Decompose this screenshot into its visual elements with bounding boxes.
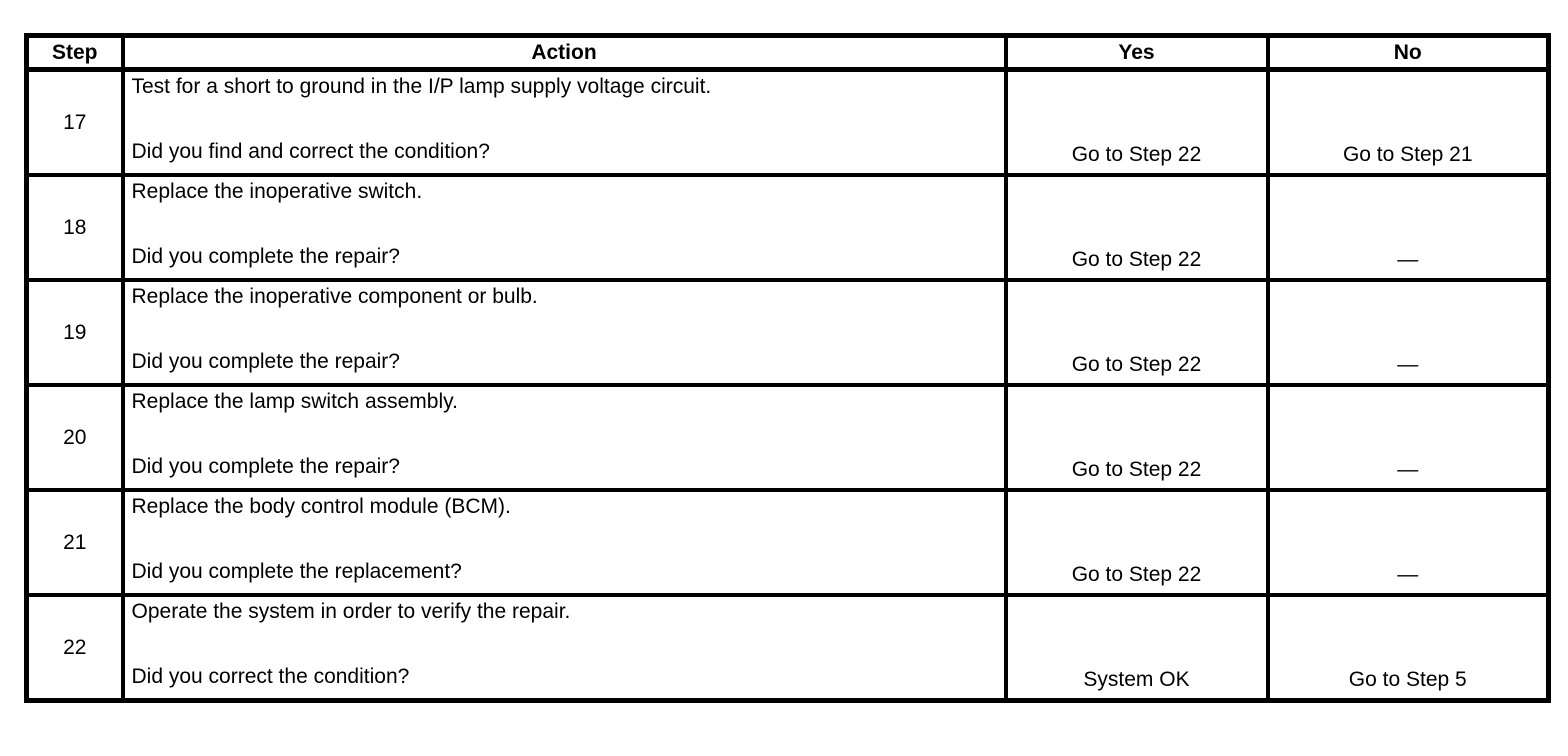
no-result-cell: Go to Step 5 [1265, 593, 1551, 703]
document-page: Step Action Yes No 17 Test for a short t… [24, 33, 1551, 703]
no-result-cell: — [1265, 488, 1551, 597]
table-row: 22 Operate the system in order to verify… [24, 593, 1551, 703]
action-text-block: Replace the inoperative component or bul… [127, 284, 1002, 378]
table-row: 18 Replace the inoperative switch. Did y… [24, 173, 1551, 282]
table-body: 17 Test for a short to ground in the I/P… [24, 67, 1551, 703]
action-question: Did you complete the repair? [131, 245, 400, 268]
action-text-block: Operate the system in order to verify th… [127, 599, 1002, 693]
yes-result-cell: Go to Step 22 [1003, 488, 1270, 597]
step-number: 17 [63, 110, 87, 134]
step-number: 20 [63, 425, 87, 449]
yes-result: System OK [1083, 668, 1190, 691]
action-text-block: Replace the body control module (BCM). D… [127, 494, 1002, 588]
yes-result: Go to Step 22 [1071, 458, 1202, 481]
table-row: 17 Test for a short to ground in the I/P… [24, 67, 1551, 177]
yes-result: Go to Step 22 [1071, 143, 1202, 166]
action-question: Did you complete the repair? [131, 350, 400, 373]
action-instruction: Replace the body control module (BCM). [131, 495, 511, 518]
step-number-cell: 19 [24, 278, 125, 387]
table-row: 19 Replace the inoperative component or … [24, 278, 1551, 387]
action-question: Did you complete the replacement? [131, 560, 462, 583]
step-number-cell: 20 [24, 383, 125, 492]
yes-result-cell: Go to Step 22 [1003, 383, 1270, 492]
column-header-no: No [1265, 33, 1551, 72]
action-instruction: Operate the system in order to verify th… [131, 600, 571, 623]
action-cell: Replace the inoperative switch. Did you … [120, 173, 1008, 282]
step-number: 18 [63, 215, 87, 239]
no-result: — [1397, 458, 1419, 481]
yes-result: Go to Step 22 [1071, 353, 1202, 376]
action-text-block: Test for a short to ground in the I/P la… [127, 73, 1002, 168]
no-result: — [1397, 248, 1419, 271]
action-cell: Replace the lamp switch assembly. Did yo… [120, 383, 1008, 492]
action-question: Did you correct the condition? [131, 665, 410, 688]
action-cell: Replace the inoperative component or bul… [120, 278, 1008, 387]
action-instruction: Test for a short to ground in the I/P la… [131, 75, 712, 98]
column-header-step: Step [24, 33, 125, 72]
yes-result-cell: System OK [1003, 593, 1270, 703]
action-cell: Test for a short to ground in the I/P la… [120, 67, 1008, 177]
step-number: 19 [63, 320, 87, 344]
yes-result-cell: Go to Step 22 [1003, 173, 1270, 282]
yes-result: Go to Step 22 [1071, 563, 1202, 586]
action-text-block: Replace the inoperative switch. Did you … [127, 179, 1002, 273]
no-result: Go to Step 21 [1342, 143, 1473, 166]
step-number: 22 [63, 635, 87, 659]
yes-result-cell: Go to Step 22 [1003, 67, 1270, 177]
yes-result-cell: Go to Step 22 [1003, 278, 1270, 387]
step-number-cell: 17 [24, 67, 125, 177]
action-instruction: Replace the lamp switch assembly. [131, 390, 458, 413]
no-result: — [1397, 353, 1419, 376]
no-result: Go to Step 5 [1348, 668, 1467, 691]
step-number-cell: 18 [24, 173, 125, 282]
step-number: 21 [63, 530, 87, 554]
diagnostic-steps-table: Step Action Yes No 17 Test for a short t… [24, 33, 1551, 703]
column-header-action: Action [120, 33, 1008, 72]
action-instruction: Replace the inoperative switch. [131, 180, 423, 203]
table-row: 20 Replace the lamp switch assembly. Did… [24, 383, 1551, 492]
no-result-cell: — [1265, 383, 1551, 492]
no-result: — [1397, 563, 1419, 586]
action-instruction: Replace the inoperative component or bul… [131, 285, 538, 308]
step-number-cell: 21 [24, 488, 125, 597]
action-cell: Replace the body control module (BCM). D… [120, 488, 1008, 597]
table-header-row: Step Action Yes No [24, 33, 1551, 72]
table-row: 21 Replace the body control module (BCM)… [24, 488, 1551, 597]
action-question: Did you find and correct the condition? [131, 140, 490, 163]
no-result-cell: Go to Step 21 [1265, 67, 1551, 177]
action-text-block: Replace the lamp switch assembly. Did yo… [127, 389, 1002, 483]
column-header-yes: Yes [1003, 33, 1270, 72]
action-question: Did you complete the repair? [131, 455, 400, 478]
no-result-cell: — [1265, 173, 1551, 282]
step-number-cell: 22 [24, 593, 125, 703]
yes-result: Go to Step 22 [1071, 248, 1202, 271]
action-cell: Operate the system in order to verify th… [120, 593, 1008, 703]
no-result-cell: — [1265, 278, 1551, 387]
